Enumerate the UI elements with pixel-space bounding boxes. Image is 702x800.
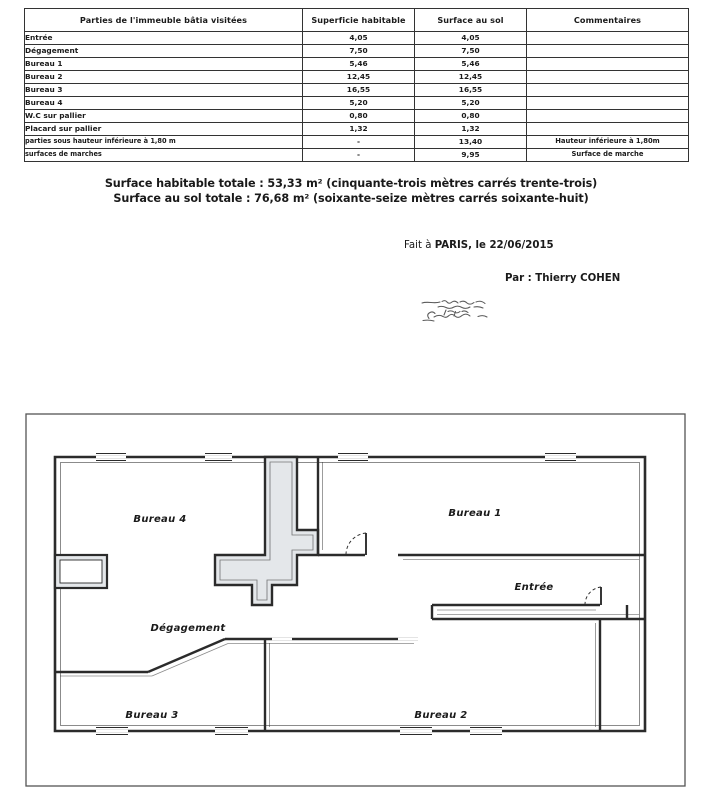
plan-stairwell-block: [213, 455, 320, 607]
cell-surface-sol: 1,32: [414, 122, 527, 136]
table-header-row: Parties de l'immeuble bâtia visitées Sup…: [24, 8, 689, 32]
table-row: Dégagement 7,50 7,50: [24, 44, 689, 58]
column-header-surface-sol: Surface au sol: [414, 8, 527, 32]
cell-commentaire: [526, 122, 689, 136]
floor-plan: Bureau 4 Bureau 1 Entrée Dégagement Bure…: [0, 400, 702, 800]
column-header-parties: Parties de l'immeuble bâtia visitées: [24, 8, 303, 32]
cell-commentaire: [526, 83, 689, 97]
cell-commentaire: [526, 70, 689, 84]
cell-habitable: -: [302, 148, 415, 162]
cell-partie: Entrée: [24, 31, 303, 45]
place-date-value: PARIS, le 22/06/2015: [434, 240, 554, 251]
room-label-degagement: Dégagement: [150, 622, 226, 634]
cell-habitable: 7,50: [302, 44, 415, 58]
room-label-bureau-4: Bureau 4: [133, 514, 186, 525]
table-row: Bureau 1 5,46 5,46: [24, 57, 689, 71]
cell-surface-sol: 13,40: [414, 135, 527, 149]
cell-surface-sol: 12,45: [414, 70, 527, 84]
plan-alcove-left: [53, 553, 109, 590]
cell-surface-sol: 7,50: [414, 44, 527, 58]
cell-habitable: 5,20: [302, 96, 415, 110]
cell-partie: parties sous hauteur inférieure à 1,80 m: [24, 135, 303, 149]
cell-commentaire: [526, 31, 689, 45]
cell-partie: Bureau 1: [24, 57, 303, 71]
plan-outer-frame: [25, 413, 686, 787]
table-row: Placard sur pallier 1,32 1,32: [24, 122, 689, 136]
table-row: Bureau 4 5,20 5,20: [24, 96, 689, 110]
plan-walls: [53, 452, 647, 736]
cell-commentaire: [526, 109, 689, 123]
cell-partie: Placard sur pallier: [24, 122, 303, 136]
room-label-bureau-3: Bureau 3: [125, 710, 178, 721]
room-label-bureau-1: Bureau 1: [448, 508, 501, 519]
cell-partie: Bureau 4: [24, 96, 303, 110]
place-date-lead: Fait à: [404, 240, 435, 251]
handwritten-stamp-icon: [420, 296, 508, 324]
table-row: parties sous hauteur inférieure à 1,80 m…: [24, 135, 689, 149]
room-label-bureau-2: Bureau 2: [414, 710, 467, 721]
cell-habitable: 0,80: [302, 109, 415, 123]
cell-surface-sol: 4,05: [414, 31, 527, 45]
signatory-name: Par : Thierry COHEN: [505, 273, 621, 284]
cell-habitable: 1,32: [302, 122, 415, 136]
cell-surface-sol: 16,55: [414, 83, 527, 97]
room-label-entree: Entrée: [514, 581, 553, 593]
cell-partie: Dégagement: [24, 44, 303, 58]
areas-table-container: Parties de l'immeuble bâtia visitées Sup…: [24, 8, 689, 162]
column-header-habitable: Superficie habitable: [302, 8, 415, 32]
totals-block: Surface habitable totale : 53,33 m² (cin…: [0, 176, 702, 206]
cell-partie: W.C sur pallier: [24, 109, 303, 123]
areas-table: Parties de l'immeuble bâtia visitées Sup…: [24, 8, 689, 162]
total-surface-habitable: Surface habitable totale : 53,33 m² (cin…: [104, 177, 598, 190]
table-row: W.C sur pallier 0,80 0,80: [24, 109, 689, 123]
plan-interior-walls: [55, 457, 645, 731]
place-and-date: Fait à PARIS, le 22/06/2015: [404, 240, 554, 251]
cell-surface-sol: 5,20: [414, 96, 527, 110]
cell-surface-sol: 5,46: [414, 57, 527, 71]
cell-habitable: 16,55: [302, 83, 415, 97]
column-header-commentaires: Commentaires: [526, 8, 689, 32]
cell-habitable: 12,45: [302, 70, 415, 84]
table-row: surfaces de marches - 9,95 Surface de ma…: [24, 148, 689, 162]
cell-commentaire: [526, 44, 689, 58]
cell-surface-sol: 9,95: [414, 148, 527, 162]
table-row: Bureau 3 16,55 16,55: [24, 83, 689, 97]
cell-partie: Bureau 3: [24, 83, 303, 97]
cell-commentaire: [526, 57, 689, 71]
cell-habitable: 4,05: [302, 31, 415, 45]
table-row: Bureau 2 12,45 12,45: [24, 70, 689, 84]
cell-commentaire: Hauteur inférieure à 1,80m: [526, 135, 689, 149]
cell-partie: Bureau 2: [24, 70, 303, 84]
cell-surface-sol: 0,80: [414, 109, 527, 123]
table-row: Entrée 4,05 4,05: [24, 31, 689, 45]
total-surface-au-sol: Surface au sol totale : 76,68 m² (soixan…: [113, 192, 589, 205]
cell-habitable: -: [302, 135, 415, 149]
cell-commentaire: [526, 96, 689, 110]
cell-habitable: 5,46: [302, 57, 415, 71]
cell-commentaire: Surface de marche: [526, 148, 689, 162]
cell-partie: surfaces de marches: [24, 148, 303, 162]
plan-room-labels: Bureau 4 Bureau 1 Entrée Dégagement Bure…: [125, 508, 553, 721]
